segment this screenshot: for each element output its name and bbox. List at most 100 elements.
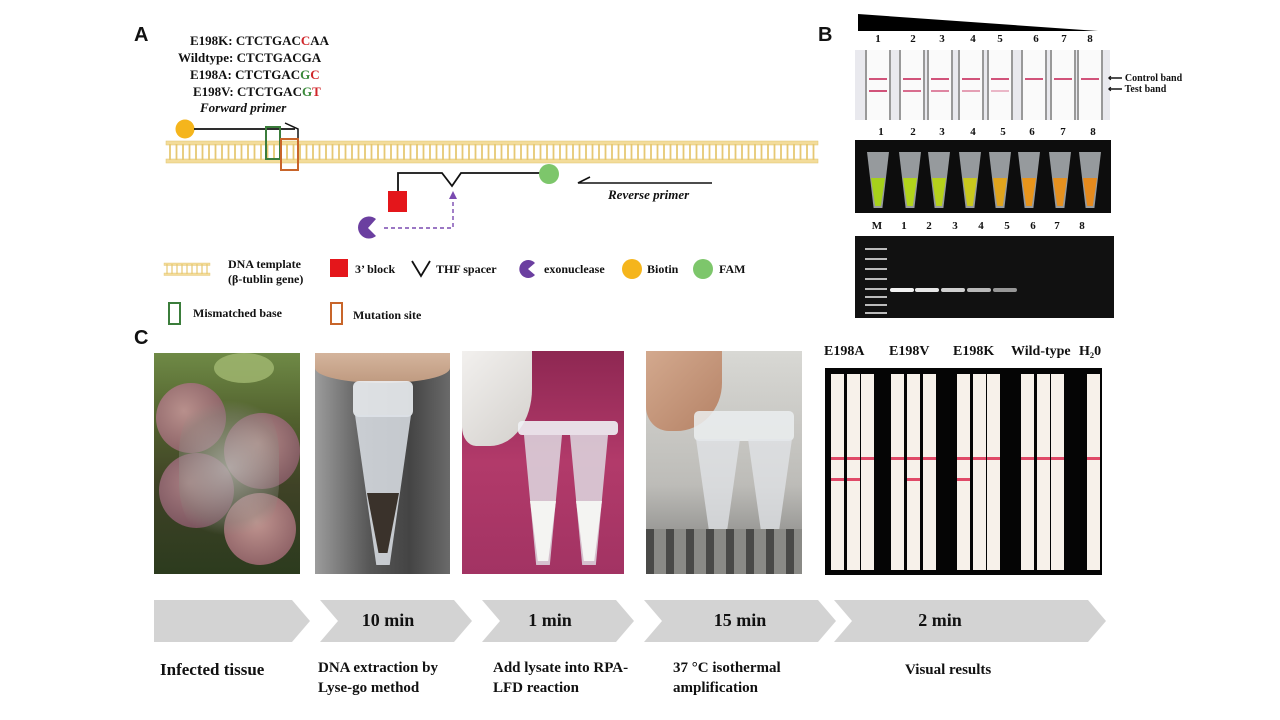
sequence-name: E198V: — [193, 84, 237, 99]
lfd-strips-photo — [855, 50, 1110, 120]
test-band-label: ⟵ Test band — [1108, 84, 1166, 95]
sequence-base: C — [300, 33, 311, 48]
concentration-gradient-wedge — [858, 14, 1098, 31]
result-strip — [957, 374, 970, 570]
step-label: Add lysate into RPA-LFD reaction — [493, 660, 629, 696]
gel-band — [941, 288, 965, 292]
tube-cap — [353, 381, 413, 417]
tube-cap — [518, 421, 618, 435]
time-label: 10 min — [361, 610, 415, 630]
sequence-base: G — [301, 50, 312, 65]
result-strip — [1037, 374, 1050, 570]
tube-body — [696, 439, 740, 539]
test-band — [957, 478, 970, 481]
extraction-tube-photo — [315, 353, 450, 574]
sequence-base: T — [312, 84, 321, 99]
legend-mismatch-icon — [168, 302, 181, 325]
lfd-lane-number: 8 — [1087, 33, 1093, 45]
test-band — [869, 90, 887, 92]
step-label: DNA extraction by Lyse-go method — [318, 660, 438, 696]
legend-mutation-label: Mutation site — [353, 308, 422, 322]
result-strip — [831, 374, 844, 570]
step-label: 37 °C isothermal amplification — [673, 660, 781, 696]
reverse-primer-label: Reverse primer — [608, 187, 690, 202]
result-strip — [847, 374, 860, 570]
result-strip — [923, 374, 936, 570]
tube-liquid — [871, 178, 885, 206]
dna-template — [165, 140, 819, 164]
control-band — [1025, 78, 1043, 80]
workflow-arrow — [154, 600, 310, 642]
gel-lane-number: 3 — [952, 220, 958, 232]
gel-lane-number: 6 — [1030, 220, 1036, 232]
control-band — [907, 457, 920, 460]
marker-band — [865, 288, 887, 290]
time-label: 15 min — [713, 610, 767, 630]
gel-lane-number: 7 — [1054, 220, 1060, 232]
control-band-label: ⟵ Control band — [1108, 73, 1182, 84]
lfd-strip — [987, 50, 1013, 120]
tube-lane-number: 8 — [1090, 126, 1096, 138]
sequence-bases: CTCTGAC — [235, 67, 301, 82]
sequence-bases: CTCTGAC — [236, 84, 302, 99]
tube-liquid — [963, 178, 977, 206]
control-band — [1081, 78, 1099, 80]
result-strip — [1021, 374, 1034, 570]
legend-exonuclease-icon — [519, 260, 535, 278]
nfo-probe — [358, 164, 559, 239]
control-band — [962, 78, 980, 80]
sequence-base: A — [319, 33, 330, 48]
test-band — [847, 478, 860, 481]
sequence-name: Wildtype: — [178, 50, 237, 65]
control-band — [973, 457, 986, 460]
tube-liquid — [903, 178, 917, 206]
lfd-lane-number: 6 — [1033, 33, 1039, 45]
control-band — [991, 78, 1009, 80]
tube-sample — [530, 501, 556, 561]
tube-lane-number: 2 — [910, 126, 916, 138]
step-label: Visual results — [905, 662, 992, 678]
lfd-strip — [1021, 50, 1047, 120]
marker-band — [865, 296, 887, 298]
forward-primer-label: Forward primer — [200, 100, 287, 115]
legend-dna-template: DNA template (β-tublin gene) — [228, 257, 303, 287]
gel-band — [915, 288, 939, 292]
sequence-base: A — [310, 33, 320, 48]
control-band — [891, 457, 904, 460]
arrow-icon: ⟵ — [1108, 84, 1123, 95]
control-band — [1087, 457, 1100, 460]
strip-header: H₂0 — [1079, 344, 1102, 359]
lfd-strip — [865, 50, 891, 120]
control-band — [847, 457, 860, 460]
strip-header: E198K — [953, 344, 995, 359]
strip-header: Wild-type — [1011, 344, 1071, 359]
test-band — [962, 90, 980, 92]
legend-exonuclease-label: exonuclease — [544, 262, 605, 276]
marker-band — [865, 258, 887, 260]
gel-band — [890, 288, 914, 292]
legend-thf-icon — [411, 260, 431, 278]
legend-fam-icon — [693, 259, 713, 279]
green-berry — [214, 353, 274, 383]
lfd-lane-number: 5 — [997, 33, 1003, 45]
panel-b-label: B — [818, 24, 833, 46]
legend-dna-line2: (β-tublin gene) — [228, 272, 304, 286]
strip-header: E198A — [824, 344, 865, 359]
legend-mismatch-label: Mismatched base — [193, 306, 282, 320]
tube-liquid — [1053, 178, 1067, 206]
tube-lane-number: 7 — [1060, 126, 1066, 138]
result-strip — [1051, 374, 1064, 570]
lfd-lane-number: 4 — [970, 33, 976, 45]
time-label: 2 min — [918, 610, 962, 630]
lfd-lane-number: 7 — [1061, 33, 1067, 45]
control-band — [903, 78, 921, 80]
legend-block-label: 3’ block — [355, 262, 396, 276]
tube-lane-number: 4 — [970, 126, 976, 138]
lfd-lane-number: 1 — [875, 33, 881, 45]
test-band-text: Test band — [1124, 84, 1167, 95]
lysate-tubes-photo — [462, 351, 624, 574]
tube-body — [748, 439, 792, 539]
workflow-arrow — [834, 600, 1106, 642]
sequence-row: E198K: CTCTGACCAA — [190, 33, 329, 49]
sequence-bases: CTCTGAC — [236, 50, 302, 65]
